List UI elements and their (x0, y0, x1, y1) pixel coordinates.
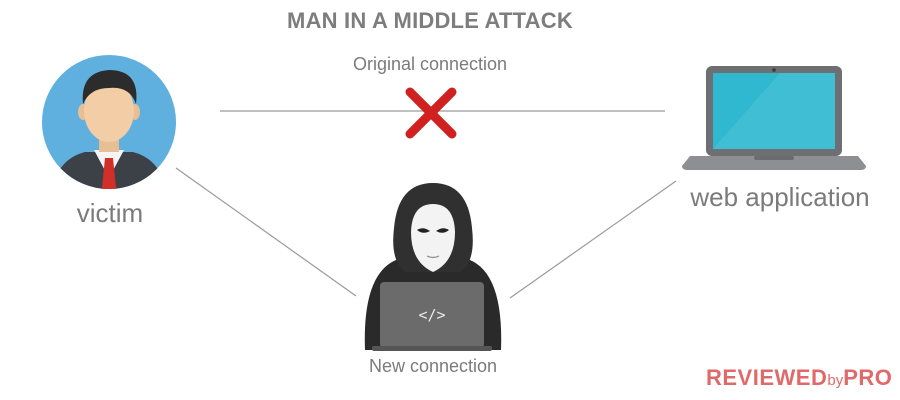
brand-logo-part3: PRO (843, 365, 893, 390)
brand-logo: REVIEWEDbyPRO (706, 365, 896, 395)
victim-label: victim (76, 198, 144, 228)
attacker-hacker-icon: </> (364, 183, 502, 351)
code-symbol: </> (418, 306, 445, 324)
web-application-label: web application (690, 182, 870, 212)
broken-connection-cross-icon (405, 87, 457, 139)
victim-avatar-icon (42, 55, 176, 189)
victim-to-attacker-line (175, 167, 357, 297)
brand-logo-part1: REVIEWED (706, 365, 828, 390)
original-connection-label: Original connection (352, 54, 508, 74)
brand-logo-part2: by (827, 372, 844, 389)
diagram-title: MAN IN A MIDDLE ATTACK (287, 8, 573, 33)
attacker-to-web-line (509, 180, 677, 299)
laptop-icon (682, 66, 866, 170)
new-connection-label: New connection (368, 356, 498, 376)
